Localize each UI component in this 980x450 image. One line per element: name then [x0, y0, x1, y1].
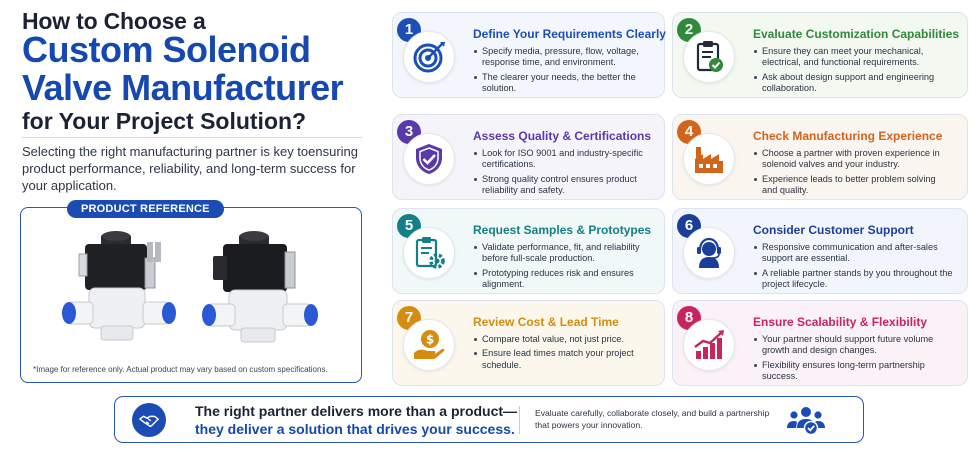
- left-panel: How to Choose a Custom Solenoid Valve Ma…: [0, 0, 375, 400]
- bullet-item: Ensure lead times match your project sch…: [473, 348, 661, 371]
- factory-icon: [683, 133, 735, 185]
- card-title: Consider Customer Support: [753, 223, 914, 237]
- bullet-item: Compare total value, not just price.: [473, 334, 661, 345]
- headset-icon: [683, 227, 735, 279]
- bullet-item: Strong quality control ensures product r…: [473, 174, 661, 197]
- footer-divider: [519, 406, 520, 434]
- title-divider: [22, 137, 362, 138]
- growth-chart-icon: [683, 319, 735, 371]
- bullet-item: Flexibility ensures long-term partnershi…: [753, 360, 953, 383]
- intro-text: Selecting the right manufacturing partne…: [22, 144, 359, 193]
- solenoid-valve-image: [202, 231, 318, 343]
- card-bullets: Your partner should support future volum…: [753, 334, 953, 386]
- card-customer-support: 6 Consider Customer Support Responsive c…: [672, 208, 968, 294]
- bullet-item: Prototyping reduces risk and ensures ali…: [473, 268, 661, 291]
- bullet-item: Ask about design support and engineering…: [753, 72, 953, 95]
- card-manufacturing-experience: 4 Check Manufacturing Experience Choose …: [672, 114, 968, 200]
- card-bullets: Validate performance, fit, and reliabili…: [473, 242, 661, 294]
- card-bullets: Ensure they can meet your mechanical, el…: [753, 46, 953, 98]
- page-title-line-2: Custom Solenoid: [22, 29, 311, 70]
- footer-message: Evaluate carefully, collaborate closely,…: [535, 408, 770, 430]
- footer-headline: The right partner delivers more than a p…: [195, 403, 518, 419]
- bullet-item: Ensure they can meet your mechanical, el…: [753, 46, 953, 69]
- target-icon: [403, 31, 455, 83]
- card-samples-prototypes: 5 Request Samples & Prototypes Validate …: [392, 208, 665, 294]
- step-number-badge: 8: [677, 306, 701, 330]
- page-title-line-3: Valve Manufacturer: [22, 67, 344, 108]
- card-title: Assess Quality & Certifications: [473, 129, 652, 143]
- bullet-item: Your partner should support future volum…: [753, 334, 953, 357]
- bullet-item: Experience leads to better problem solvi…: [753, 174, 953, 197]
- bullet-item: Validate performance, fit, and reliabili…: [473, 242, 661, 265]
- bullet-item: Look for ISO 9001 and industry-specific …: [473, 148, 661, 171]
- card-quality-certifications: 3 Assess Quality & Certifications Look f…: [392, 114, 665, 200]
- bullet-item: The clearer your needs, the better the s…: [473, 72, 661, 95]
- product-reference-box: PRODUCT REFERENCE: [20, 200, 362, 383]
- svg-text:$: $: [426, 333, 434, 347]
- footer-tagline: they deliver a solution that drives your…: [195, 421, 515, 437]
- page-title-line-4: for Your Project Solution?: [22, 108, 307, 134]
- card-define-requirements: 1 Define Your Requirements Clearly Speci…: [392, 12, 666, 98]
- card-bullets: Look for ISO 9001 and industry-specific …: [473, 148, 661, 200]
- bullet-item: A reliable partner stands by you through…: [753, 268, 953, 291]
- solenoid-valve-image: [62, 231, 176, 341]
- bullet-item: Choose a partner with proven experience …: [753, 148, 953, 171]
- card-title: Review Cost & Lead Time: [473, 315, 619, 329]
- card-bullets: Choose a partner with proven experience …: [753, 148, 953, 200]
- card-bullets: Compare total value, not just price. Ens…: [473, 334, 661, 374]
- team-icon: [787, 407, 825, 436]
- card-title: Define Your Requirements Clearly: [473, 27, 666, 41]
- card-title: Ensure Scalability & Flexibility: [753, 315, 928, 329]
- coin-hand-icon: $: [403, 319, 455, 371]
- clipboard-gear-icon: [403, 227, 455, 279]
- shield-check-icon: [403, 133, 455, 185]
- card-title: Check Manufacturing Experience: [753, 129, 943, 143]
- product-disclaimer: *Image for reference only. Actual produc…: [33, 365, 328, 374]
- card-title: Evaluate Customization Capabilities: [753, 27, 960, 41]
- page-title-line-1: How to Choose a: [22, 8, 206, 34]
- bullet-item: Specify media, pressure, flow, voltage, …: [473, 46, 661, 69]
- footer-banner: The right partner delivers more than a p…: [114, 396, 864, 443]
- product-reference-badge: PRODUCT REFERENCE: [67, 200, 224, 218]
- card-cost-lead-time: 7 $ Review Cost & Lead Time Compare tota…: [392, 300, 665, 386]
- clipboard-check-icon: [683, 31, 735, 83]
- card-scalability-flexibility: 8 Ensure Scalability & Flexibility Your …: [672, 300, 968, 386]
- card-bullets: Specify media, pressure, flow, voltage, …: [473, 46, 661, 98]
- bullet-item: Responsive communication and after-sales…: [753, 242, 953, 265]
- handshake-icon: [132, 403, 166, 437]
- card-title: Request Samples & Prototypes: [473, 223, 652, 237]
- card-bullets: Responsive communication and after-sales…: [753, 242, 953, 294]
- card-evaluate-customization: 2 Evaluate Customization Capabilities En…: [672, 12, 968, 98]
